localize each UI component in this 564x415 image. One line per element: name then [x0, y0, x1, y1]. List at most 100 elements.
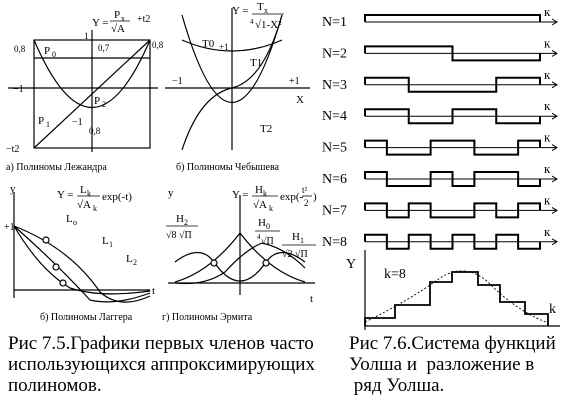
legendre-formula-den: √A	[111, 23, 125, 35]
laguerre-l2-label: L	[126, 253, 133, 265]
walsh-row-label: N=2	[322, 46, 347, 61]
walsh-series-target	[364, 270, 549, 324]
hermite-h0-curve	[174, 232, 306, 283]
walsh-row-label: N=6	[322, 172, 347, 187]
figure-7-5-caption: Рис 7.5.Графики первых членов часто испо…	[8, 333, 315, 396]
walsh-series-label: k=8	[384, 267, 406, 282]
hermite-h1-curve	[174, 242, 306, 285]
hermite-formula-tail-num: t²	[302, 185, 308, 195]
laguerre-formula-den: √A	[77, 199, 91, 211]
legendre-p1-sub: 1	[46, 120, 50, 129]
legendre-panel	[8, 30, 158, 152]
hermite-h2-sub: 2	[184, 218, 188, 227]
hermite-marker-2	[262, 259, 270, 267]
laguerre-formula-tail: exp(-t)	[102, 191, 132, 203]
hermite-formula-tail-den: 2	[304, 198, 309, 208]
walsh-row-wave	[364, 233, 541, 250]
walsh-row-axis-label: к	[544, 224, 551, 239]
laguerre-l0-curve	[13, 225, 151, 295]
laguerre-caption: б) Полиномы Лаггера	[40, 312, 133, 323]
hermite-h1-den: √2 √Π	[282, 249, 308, 260]
legendre-val-08-bottom: 0,8	[89, 126, 101, 136]
walsh-series-axis-y: Y	[346, 257, 356, 272]
walsh-row-wave	[364, 76, 541, 93]
walsh-row-arrow	[551, 144, 558, 152]
legendre-val-08-right: 0,8	[152, 40, 164, 50]
walsh-row-wave	[364, 14, 541, 22]
laguerre-marker-1	[42, 236, 50, 244]
legendre-p2-sub: 2	[102, 100, 106, 109]
walsh-row-label: N=4	[322, 109, 347, 124]
laguerre-formula-num-sub: k	[87, 189, 91, 198]
laguerre-l1-label: L	[102, 235, 109, 247]
chebyshev-t1-curve	[181, 14, 283, 151]
chebyshev-caption: б) Полиномы Чебышева	[176, 162, 280, 173]
chebyshev-t0-label: T0	[202, 38, 215, 50]
hermite-h1-sub: 1	[300, 236, 304, 245]
legendre-val-1: 1	[84, 31, 89, 41]
hermite-formula-num-sub: k	[263, 189, 267, 198]
laguerre-l0-label: L	[66, 213, 73, 225]
walsh-row-axis-label: к	[544, 192, 551, 207]
walsh-row-label: N=3	[322, 78, 347, 93]
walsh-row-wave	[364, 45, 541, 62]
hermite-h0-num: H	[258, 217, 266, 229]
hermite-h2-curve	[174, 251, 306, 282]
hermite-formula-num: H	[255, 184, 263, 196]
chebyshev-formula-num: T	[257, 1, 264, 13]
walsh-row-arrow	[551, 49, 558, 57]
walsh-row-wave	[364, 202, 541, 219]
chebyshev-minus1: −1	[172, 76, 183, 87]
walsh-row-arrow	[551, 81, 558, 89]
chebyshev-t2-label: T2	[260, 123, 272, 135]
walsh-functions: N=1кN=2кN=3кN=4кN=5кN=6кN=7кN=8к	[322, 4, 558, 250]
legendre-p0-sub: 0	[52, 50, 56, 59]
laguerre-l2-sub: 2	[133, 258, 137, 267]
laguerre-l2-curve	[13, 225, 151, 303]
legendre-axis-minus1: −1	[13, 84, 24, 95]
hermite-formula-den-sub: k	[269, 204, 273, 213]
hermite-h0-den-root: 4	[257, 233, 261, 241]
walsh-row-axis-label: к	[544, 98, 551, 113]
laguerre-axis-t: t	[152, 285, 155, 297]
chebyshev-axis-x: X	[296, 94, 304, 106]
legendre-p1-label: P	[38, 115, 44, 127]
walsh-row-label: N=1	[322, 15, 347, 30]
walsh-row-wave	[364, 171, 541, 187]
walsh-row-label: N=8	[322, 235, 347, 250]
hermite-formula-tail-close: )	[313, 191, 317, 203]
laguerre-formula-den-sub: k	[93, 204, 97, 213]
legendre-axis-top-right: +t2	[137, 14, 150, 25]
walsh-row-arrow	[551, 206, 558, 214]
chebyshev-t0-curve	[181, 39, 283, 52]
laguerre-l1-curve	[13, 225, 151, 303]
walsh-row-axis-label: к	[544, 130, 551, 145]
walsh-row-axis-label: к	[544, 4, 551, 19]
hermite-marker-1	[210, 259, 218, 267]
walsh-row-label: N=7	[322, 203, 347, 218]
walsh-row-label: N=5	[322, 141, 347, 156]
walsh-series-step	[364, 271, 549, 326]
legendre-p2-curve	[33, 39, 151, 109]
hermite-formula-tail: exp(-	[280, 191, 304, 203]
legendre-formula-num-sub: x	[121, 14, 125, 23]
laguerre-marker-2	[52, 263, 60, 271]
walsh-row-wave	[364, 108, 541, 125]
chebyshev-t1-label: T1	[250, 57, 262, 69]
walsh-row-arrow	[551, 112, 558, 120]
laguerre-formula-num: L	[80, 184, 87, 196]
chebyshev-formula-lhs: Y =	[232, 5, 249, 17]
hermite-formula-lhs: Y =	[232, 189, 249, 201]
walsh-row-axis-label: к	[544, 161, 551, 176]
laguerre-l0-sub: o	[73, 218, 77, 227]
hermite-panel	[168, 195, 315, 295]
legendre-p2-label: P	[94, 95, 100, 107]
walsh-row-arrow	[551, 238, 558, 246]
hermite-h2-num: H	[176, 213, 184, 225]
laguerre-axis-y: y	[10, 183, 16, 195]
legendre-formula-num: P	[114, 9, 120, 21]
hermite-h2-den: √8 √Π	[166, 230, 192, 241]
chebyshev-panel	[165, 8, 310, 151]
legendre-caption: а) Полиномы Лежандра	[6, 162, 107, 173]
